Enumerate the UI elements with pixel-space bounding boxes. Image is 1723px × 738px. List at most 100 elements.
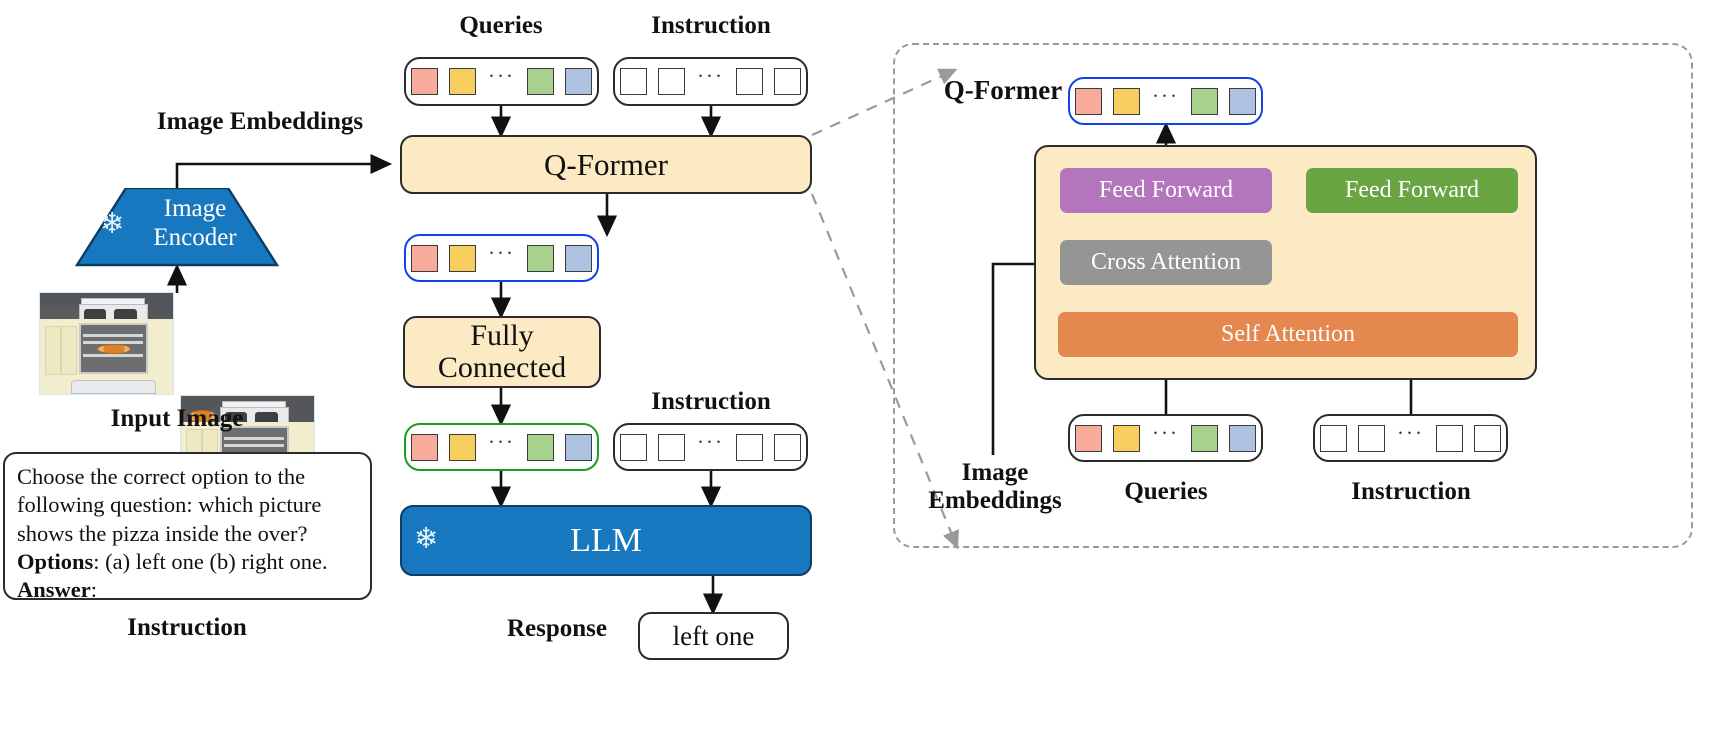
fully-connected-label: Fully Connected: [437, 318, 567, 385]
stove-counter-left: [40, 307, 80, 321]
qformer-block[interactable]: Q-Former: [400, 135, 812, 194]
instruction-token: [735, 433, 763, 461]
prompt-line-1: Choose the correct option to the: [17, 464, 306, 489]
response-value: left one: [672, 620, 755, 651]
qformer-detail-panel: [893, 43, 1693, 548]
projected-token: [564, 433, 592, 461]
qformer-panel-output-token-strip[interactable]: ···: [1068, 77, 1263, 125]
instruction-token: [773, 433, 801, 461]
output-token: [526, 244, 554, 272]
output-token: [1190, 87, 1218, 115]
projected-token: [526, 433, 554, 461]
feed-forward-text-label: Feed Forward: [1345, 177, 1479, 203]
query-token: [1190, 424, 1218, 452]
query-token: [411, 68, 438, 95]
output-token: [411, 244, 438, 272]
image-embeddings-label-right: Image Embeddings: [905, 459, 1085, 514]
feed-forward-text-bar[interactable]: Feed Forward: [1306, 168, 1518, 213]
query-token: [1228, 424, 1256, 452]
instruction-token: [620, 433, 647, 461]
oven-rack: [83, 354, 144, 358]
projected-token: [449, 433, 476, 461]
oven-rack: [224, 444, 285, 448]
feed-forward-query-bar[interactable]: Feed Forward: [1060, 168, 1272, 213]
cabinet-door: [45, 326, 62, 375]
output-token: [449, 244, 476, 272]
ellipsis: ···: [1152, 83, 1179, 108]
image-encoder-shape: [74, 186, 280, 267]
input-image-left[interactable]: [39, 292, 174, 395]
queries-label-right: Queries: [1124, 478, 1208, 505]
prompt-answer-line: Answer:: [17, 576, 358, 604]
self-attention-bar[interactable]: Self Attention: [1058, 312, 1518, 357]
prompt-answer-label: Answer: [17, 577, 91, 603]
prompt-options-label: Options: [17, 549, 94, 575]
qformer-label: Q-Former: [544, 146, 668, 182]
ellipsis: ···: [488, 64, 515, 89]
snowflake-icon: ❄: [414, 523, 439, 555]
instruction-token: [773, 68, 801, 95]
instruction-token-strip-middle-bottom[interactable]: ···: [613, 423, 808, 471]
pizza-inside-oven: [96, 343, 131, 355]
image-encoder-label-line1: Image: [163, 195, 227, 222]
image-encoder-label: Image Encoder: [130, 195, 260, 252]
instruction-label-left: Instruction: [127, 614, 247, 641]
image-embeddings-line1: Image: [961, 459, 1029, 486]
response-label: Response: [506, 615, 607, 642]
ellipsis: ···: [697, 429, 724, 454]
instruction-token: [620, 68, 647, 95]
instruction-prompt-card[interactable]: Choose the correct option to the followi…: [3, 452, 372, 602]
instruction-token-strip-middle-top[interactable]: ···: [613, 57, 808, 106]
cross-attention-label: Cross Attention: [1090, 249, 1241, 275]
query-token: [526, 68, 554, 95]
projected-token: [411, 433, 438, 461]
query-token: [1113, 424, 1140, 452]
instruction-token: [1435, 424, 1463, 452]
prompt-options-line: Options: (a) left one (b) right one.: [17, 548, 358, 576]
query-token: [564, 68, 592, 95]
queries-label-middle: Queries: [459, 12, 543, 39]
ellipsis: ···: [488, 240, 515, 265]
oven-interior: [78, 323, 148, 374]
cabinet-door: [61, 326, 78, 375]
instruction-token: [658, 433, 685, 461]
image-encoder-block: ❄ Image Encoder: [72, 186, 282, 267]
fully-connected-line2: Connected: [437, 351, 567, 384]
image-embeddings-line2: Embeddings: [928, 486, 1062, 514]
cross-attention-bar[interactable]: Cross Attention: [1060, 240, 1272, 285]
ellipsis: ···: [1152, 420, 1179, 445]
instruction-token: [658, 68, 685, 95]
prompt-line-2: following question: which picture: [17, 492, 322, 518]
ellipsis: ···: [697, 64, 724, 89]
snowflake-icon: ❄: [100, 208, 125, 240]
oven-rack: [224, 436, 285, 440]
image-encoder-label-line2: Encoder: [153, 223, 237, 251]
fully-connected-block[interactable]: Fully Connected: [403, 316, 601, 388]
ellipsis: ···: [1397, 420, 1424, 445]
oven-rack: [83, 341, 144, 345]
instruction-token: [1358, 424, 1385, 452]
fully-connected-line1: Fully: [470, 318, 534, 352]
instruction-token: [735, 68, 763, 95]
oven-rack: [83, 333, 144, 337]
projected-token-strip[interactable]: ···: [404, 423, 599, 471]
instruction-token: [1473, 424, 1501, 452]
image-embeddings-label-left: Image Embeddings: [156, 108, 364, 135]
output-token: [1075, 87, 1102, 115]
llm-label: LLM: [570, 521, 642, 559]
qformer-panel-title: Q-Former: [943, 75, 1063, 105]
input-image-label: Input Image: [110, 405, 244, 432]
queries-token-strip-right[interactable]: ···: [1068, 414, 1263, 462]
instruction-label-right: Instruction: [1351, 478, 1471, 505]
oven-drawer: [70, 379, 156, 394]
feed-forward-query-label: Feed Forward: [1099, 177, 1233, 203]
output-token: [1113, 87, 1140, 115]
queries-token-strip-middle[interactable]: ···: [404, 57, 599, 106]
prompt-answer-value: :: [90, 577, 98, 603]
qformer-output-token-strip[interactable]: ···: [404, 234, 599, 282]
instruction-token: [1320, 424, 1347, 452]
instruction-token-strip-right[interactable]: ···: [1313, 414, 1508, 462]
query-token: [1075, 424, 1102, 452]
llm-block[interactable]: LLM: [400, 505, 812, 576]
ellipsis: ···: [488, 429, 515, 454]
